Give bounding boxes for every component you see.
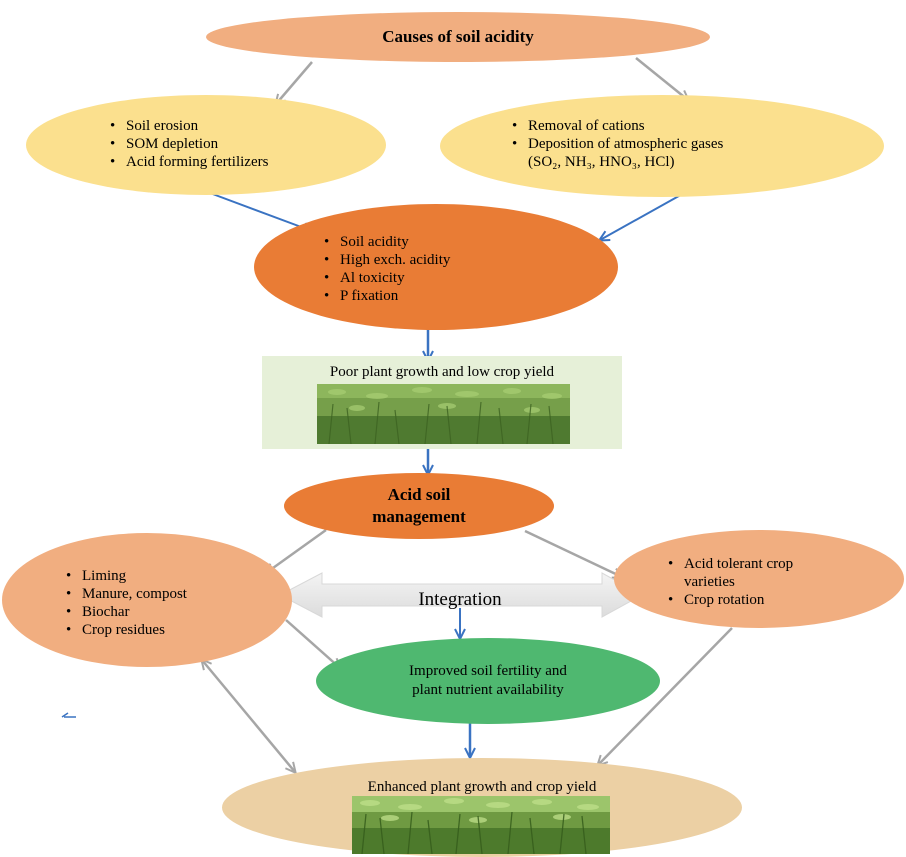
arrow-practices-to-enhanced <box>598 627 733 765</box>
crop-practices-node: Acid tolerant crop varieties Crop rotati… <box>614 530 904 628</box>
management-line1: Acid soil <box>387 485 451 504</box>
amendments-list: Liming Manure, compost Biochar Crop resi… <box>64 567 187 639</box>
list-item: Deposition of atmospheric gases <box>510 135 723 153</box>
arrow-causes-to-right <box>635 57 688 100</box>
management-node: Acid soil management <box>284 473 554 539</box>
stray-mark <box>61 712 76 718</box>
list-item: Removal of cations <box>510 117 723 135</box>
arrow-right-to-effects <box>600 191 687 240</box>
enhanced-node: Enhanced plant growth and crop yield <box>222 758 742 857</box>
improved-line1: Improved soil fertility and <box>409 663 567 679</box>
improved-node: Improved soil fertility and plant nutrie… <box>316 638 660 724</box>
list-item: Acid forming fertilizers <box>108 153 268 171</box>
list-item: Biochar <box>64 603 187 621</box>
atmospheric-gases: (SO₂, NH₃, HNO₃, HCl) <box>528 154 675 170</box>
list-item: Acid tolerant crop varieties <box>666 555 836 591</box>
right-causes-list: Removal of cations Deposition of atmosph… <box>510 117 723 153</box>
integration-label: Integration <box>418 589 502 610</box>
list-item: P fixation <box>322 287 450 305</box>
effects-node: Soil acidity High exch. acidity Al toxic… <box>254 204 618 330</box>
list-item: High exch. acidity <box>322 251 450 269</box>
causes-node: Causes of soil acidity <box>206 12 710 62</box>
poor-growth-label: Poor plant growth and low crop yield <box>329 364 555 380</box>
improved-line2: plant nutrient availability <box>412 682 564 698</box>
enhanced-label: Enhanced plant growth and crop yield <box>367 779 597 795</box>
list-item: Manure, compost <box>64 585 187 603</box>
list-item: Crop residues <box>64 621 187 639</box>
amendments-node: Liming Manure, compost Biochar Crop resi… <box>2 533 292 667</box>
list-item: Soil erosion <box>108 117 268 135</box>
list-item: Crop rotation <box>666 591 836 609</box>
list-item: Liming <box>64 567 187 585</box>
crop-field-photo <box>317 384 570 444</box>
arrow-left-to-effects <box>209 192 312 231</box>
management-line2: management <box>372 507 466 526</box>
arrow-amendments-to-improved <box>285 619 340 668</box>
arrow-management-to-practices <box>524 529 622 577</box>
left-causes-node: Soil erosion SOM depletion Acid forming … <box>26 95 386 195</box>
arrow-amendments-enhanced-bidirectional <box>202 660 295 772</box>
right-causes-node: Removal of cations Deposition of atmosph… <box>440 95 884 197</box>
list-item: SOM depletion <box>108 135 268 153</box>
poor-growth-node: Poor plant growth and low crop yield <box>262 356 622 449</box>
list-item: Soil acidity <box>322 233 450 251</box>
crop-practices-list: Acid tolerant crop varieties Crop rotati… <box>666 555 836 609</box>
arrow-management-to-amendments <box>266 528 327 573</box>
left-causes-list: Soil erosion SOM depletion Acid forming … <box>108 117 268 171</box>
list-item: Al toxicity <box>322 269 450 287</box>
right-causes-content: Removal of cations Deposition of atmosph… <box>510 117 723 171</box>
causes-title: Causes of soil acidity <box>382 27 534 46</box>
arrow-causes-to-left <box>276 61 313 104</box>
crop-field-photo <box>352 796 610 854</box>
effects-list: Soil acidity High exch. acidity Al toxic… <box>322 233 450 305</box>
